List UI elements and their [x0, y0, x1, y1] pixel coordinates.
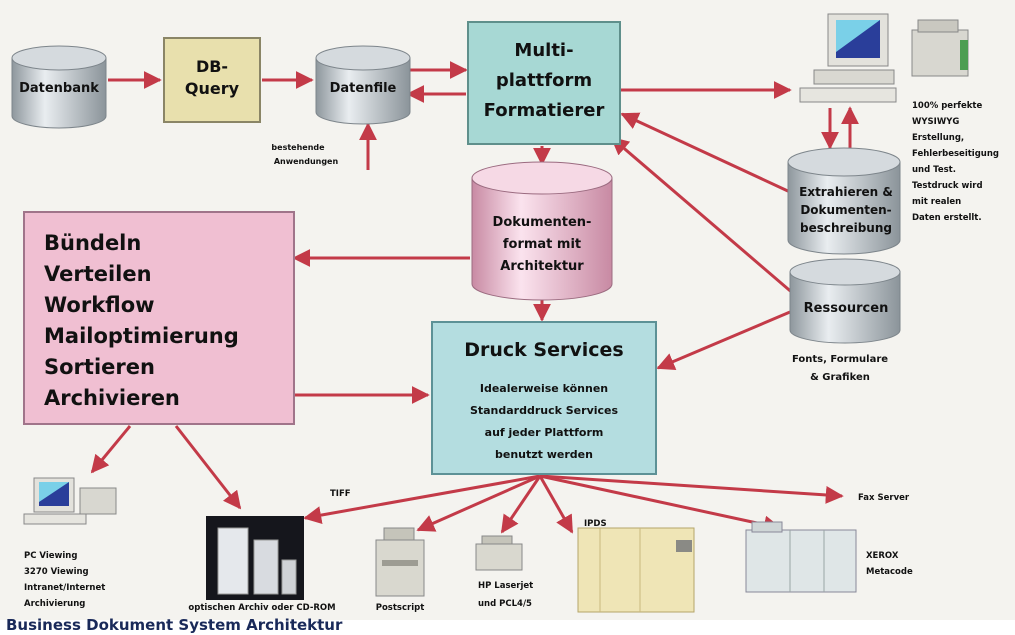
dokumentenformat-cylinder: Dokumenten- format mit Architektur — [471, 161, 613, 301]
pc-viewing-line-2: 3270 Viewing — [24, 567, 89, 577]
xerox-label-1: XEROX — [866, 551, 899, 561]
wysiwyg-line-5: und Test. — [912, 165, 956, 175]
arrow-bundle-to-pc — [90, 425, 132, 474]
wysiwyg-line-3: Erstellung, — [912, 133, 964, 143]
formatierer-label-2: plattform — [496, 70, 592, 91]
pc-viewing-line-3: Intranet/Internet — [24, 583, 105, 593]
fonts-label-2: & Grafiken — [810, 372, 870, 383]
fax-label: Fax Server — [858, 493, 910, 503]
db-query-box: DB- Query — [163, 37, 261, 123]
extrahieren-label-2: Dokumenten- — [800, 203, 891, 217]
tiff-label: TIFF — [330, 489, 351, 499]
ipds-printer-icon — [577, 527, 695, 613]
fonts-label-1: Fonts, Formulare — [792, 354, 888, 365]
extrahieren-cylinder: Extrahieren & Dokumenten- beschreibung — [787, 147, 901, 255]
printer-top-icon — [911, 19, 969, 77]
xerox-printer-icon — [745, 521, 857, 593]
arrow-druck-to-fax — [539, 474, 844, 504]
druck-body-3: auf jeder Plattform — [485, 426, 604, 439]
optical-archive-icon — [206, 516, 304, 600]
connector-arrows — [90, 61, 859, 534]
db-query-label-1: DB- — [196, 57, 228, 76]
bundle-item-buendeln: Bündeln — [44, 231, 141, 255]
ipds-label: IPDS — [584, 519, 607, 529]
arrow-druck-to-archiv — [303, 474, 541, 525]
pc-viewing-line-1: PC Viewing — [24, 551, 77, 561]
wysiwyg-line-6: Testdruck wird — [912, 181, 983, 191]
figure-caption: Business Dokument System Architektur — [6, 616, 343, 634]
postscript-label: Postscript — [376, 603, 425, 613]
wysiwyg-line-2: WYSIWYG — [912, 117, 959, 127]
formatierer-label-1: Multi- — [514, 40, 573, 61]
druck-body-4: benutzt werden — [495, 448, 593, 461]
arrow-bundle-to-archiv — [174, 425, 242, 510]
bestehende-label-2: Anwendungen — [274, 157, 339, 166]
ressourcen-label: Ressourcen — [804, 301, 889, 316]
wysiwyg-line-8: Daten erstellt. — [912, 213, 982, 223]
wysiwyg-line-1: 100% perfekte — [912, 101, 982, 111]
druck-body-2: Standarddruck Services — [470, 404, 619, 417]
datenbank-label: Datenbank — [19, 81, 99, 96]
bundle-box: Bündeln Verteilen Workflow Mailoptimieru… — [23, 211, 295, 425]
datenfile-label: Datenfile — [330, 81, 397, 96]
bundle-item-sortieren: Sortieren — [44, 355, 155, 379]
arrow-druck-to-postscript — [416, 474, 541, 532]
arrow-extract-to-formatierer — [620, 112, 791, 194]
dokumentenformat-label-2: format mit — [503, 237, 581, 252]
diagram-canvas: Datenbank DB- Query Datenfile bestehende… — [0, 0, 1015, 620]
druck-title: Druck Services — [464, 339, 623, 361]
archiv-label: optischen Archiv oder CD-ROM — [188, 603, 335, 613]
wysiwyg-line-4: Fehlerbeseitigung — [912, 149, 999, 159]
formatierer-label-3: Formatierer — [484, 100, 605, 121]
dokumentenformat-label-3: Architektur — [500, 259, 584, 274]
db-query-label-2: Query — [185, 79, 240, 98]
druck-services-box: Druck Services Idealerweise können Stand… — [431, 321, 657, 475]
arrow-ressourcen-to-formatierer — [610, 136, 796, 297]
datenbank-cylinder: Datenbank — [11, 45, 107, 129]
dokumentenformat-label-1: Dokumenten- — [493, 215, 592, 230]
arrow-druck-to-xerox — [539, 474, 782, 534]
hp-label-1: HP Laserjet — [478, 581, 533, 591]
extrahieren-label-3: beschreibung — [800, 221, 892, 235]
pc-viewing-icon — [23, 477, 117, 525]
hp-label-2: und PCL4/5 — [478, 599, 532, 609]
datenfile-cylinder: Datenfile — [315, 45, 411, 125]
pc-workstation-icon — [799, 13, 897, 103]
postscript-printer-icon — [375, 527, 425, 597]
bundle-item-archivieren: Archivieren — [44, 386, 180, 410]
wysiwyg-note: 100% perfekte WYSIWYG Erstellung, Fehler… — [912, 101, 999, 223]
arrow-druck-to-ipds — [538, 475, 574, 534]
formatierer-box: Multi- plattform Formatierer — [467, 21, 621, 145]
architecture-diagram: Datenbank DB- Query Datenfile bestehende… — [11, 13, 999, 613]
arrow-ressourcen-to-druck — [656, 310, 791, 370]
bestehende-label-1: bestehende — [271, 143, 325, 152]
hp-printer-icon — [475, 535, 523, 571]
extrahieren-label-1: Extrahieren & — [799, 185, 893, 199]
ressourcen-cylinder: Ressourcen — [789, 258, 901, 344]
wysiwyg-line-7: mit realen — [912, 197, 961, 207]
xerox-label-2: Metacode — [866, 567, 913, 577]
bundle-item-workflow: Workflow — [44, 293, 155, 317]
arrow-druck-to-hp — [500, 475, 542, 534]
bundle-item-verteilen: Verteilen — [44, 262, 152, 286]
bundle-item-mailoptimierung: Mailoptimierung — [44, 324, 239, 348]
druck-body-1: Idealerweise können — [480, 382, 608, 395]
pc-viewing-line-4: Archivierung — [24, 599, 85, 609]
